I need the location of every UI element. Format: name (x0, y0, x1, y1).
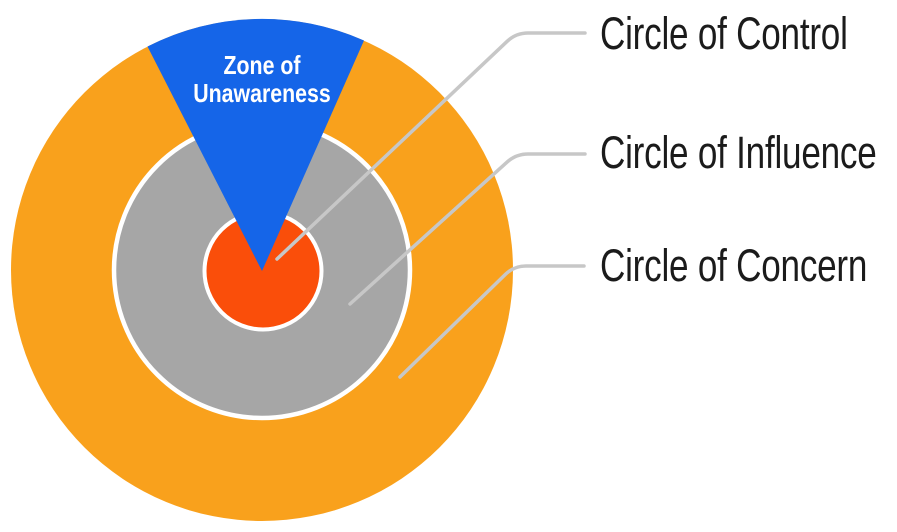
zone-of-unawareness-wedge (147, 18, 364, 271)
leader-line-influence (348, 152, 587, 306)
leader-line-control (275, 31, 587, 261)
zone-of-unawareness-label: Zone of Unawareness (193, 50, 331, 108)
label-circle-of-influence: Circle of Influence (600, 127, 877, 178)
label-circle-of-control: Circle of Control (600, 8, 848, 59)
label-circle-of-concern: Circle of Concern (600, 240, 868, 291)
leader-line-concern (398, 264, 586, 379)
